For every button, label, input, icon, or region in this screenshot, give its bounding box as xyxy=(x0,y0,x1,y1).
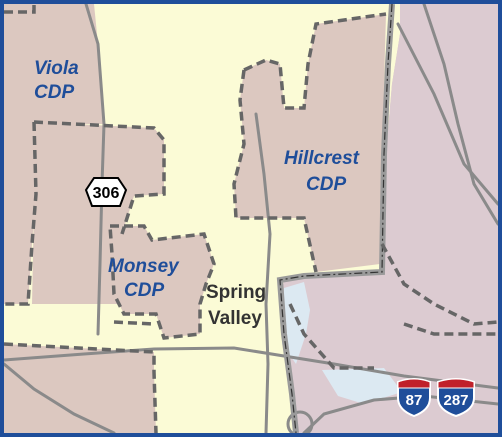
road-route-306 xyxy=(84,4,106,336)
west-boundary xyxy=(4,121,38,306)
road-east-upper xyxy=(422,4,498,226)
state-route-shield-icon: 306 xyxy=(84,177,128,207)
road-east-curve xyxy=(396,22,498,206)
south-boundary xyxy=(4,342,158,433)
east-boundary-lower xyxy=(403,322,498,336)
road-southwest xyxy=(4,362,116,433)
label-monsey-line1: Monsey xyxy=(108,256,180,277)
east-region-area xyxy=(280,4,498,433)
major-boundary-road xyxy=(276,4,395,433)
viola-cdp-area xyxy=(4,4,104,304)
monsey-boundary xyxy=(108,224,216,340)
label-spring-line1: Spring xyxy=(206,282,266,303)
road-east-west xyxy=(4,346,498,390)
interstate-shield-icon: 287 xyxy=(437,378,475,418)
south-mid-boundary xyxy=(113,320,155,326)
state-route-number: 306 xyxy=(93,185,120,202)
map-labels: Viola CDP Hillcrest CDP Monsey CDP Sprin… xyxy=(34,58,360,329)
hillcrest-boundary-west xyxy=(232,69,318,273)
label-spring-line2: Valley xyxy=(208,308,262,329)
water-boundary xyxy=(288,303,374,370)
water-body-lower xyxy=(322,368,402,404)
road-spring-valley-north xyxy=(254,112,272,433)
label-viola-line2: CDP xyxy=(34,82,74,103)
hillcrest-cdp-area xyxy=(234,14,386,272)
east-boundary xyxy=(380,243,498,326)
hillcrest-boundary xyxy=(243,12,387,110)
monsey-cdp-area xyxy=(110,226,214,338)
label-hillcrest-line2: CDP xyxy=(306,174,346,195)
water-body-upper xyxy=(282,282,310,364)
central-cdp-band xyxy=(32,122,164,304)
label-monsey-line2: CDP xyxy=(124,280,164,301)
label-viola-line1: Viola xyxy=(34,58,79,79)
south-west-cdp-area xyxy=(4,344,156,433)
interstate-shield-icon: 87 xyxy=(397,378,431,418)
interstate-number-87: 87 xyxy=(406,392,423,409)
viola-cdp-area-upper xyxy=(4,4,34,12)
viola-boundary xyxy=(4,4,36,14)
interstate-number-287: 287 xyxy=(443,392,468,409)
cdp-boundaries xyxy=(4,4,498,433)
label-hillcrest-line1: Hillcrest xyxy=(284,148,360,169)
central-boundary xyxy=(33,120,166,235)
map-canvas[interactable]: Viola CDP Hillcrest CDP Monsey CDP Sprin… xyxy=(4,4,498,433)
road-interchange xyxy=(286,410,314,433)
